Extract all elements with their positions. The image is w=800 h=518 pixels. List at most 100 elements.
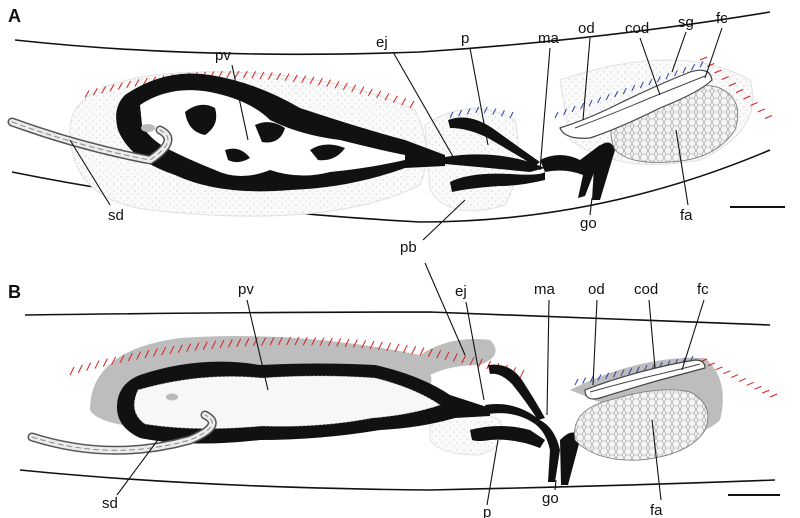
cilium-mark [251, 71, 257, 79]
panel-a-leader-fa [675, 129, 689, 206]
cilium-mark [359, 86, 365, 94]
panel-a-dorsal-wall [14, 11, 771, 56]
panel-b-penis-papilla-lower [470, 426, 545, 448]
panel-a-label-go: go [580, 215, 597, 232]
panel-a-leader-pb-down [424, 262, 466, 356]
panel-b-label-fa: fa [650, 502, 663, 518]
cilium-mark [352, 339, 358, 348]
panel-b-gonopore-wall [560, 432, 580, 485]
sperm-duct-twist [11, 121, 169, 161]
cilium-mark [284, 73, 290, 82]
panel-b-gland-gray-bulb [420, 339, 496, 375]
cilium-mark [746, 381, 754, 386]
cilium-mark [757, 108, 765, 113]
cilium-mark [436, 350, 442, 359]
panel-b-label-cod: cod [634, 281, 658, 298]
panel-b-label-sd: sd [102, 495, 118, 512]
panel-a-label-sg: sg [678, 14, 694, 31]
cilium-mark [269, 337, 275, 346]
cilium-mark [449, 111, 454, 119]
panel-a: A [7, 6, 785, 256]
cilium-mark [656, 75, 661, 83]
panel-b-dorsal-wall [24, 311, 771, 326]
cilium-mark [750, 102, 758, 106]
cilium-mark [707, 362, 715, 367]
cilium-mark [762, 389, 770, 394]
panel-a-label-pb: pb [400, 239, 417, 256]
cilium-mark [152, 348, 158, 357]
cilium-mark [691, 64, 695, 71]
cilium-mark [286, 336, 292, 346]
cilium-mark [342, 82, 348, 91]
cilium-mark [317, 77, 323, 86]
panel-a-label-p: p [461, 30, 469, 47]
panel-b-label-go: go [542, 490, 559, 507]
cilium-mark [161, 346, 167, 356]
cilium-mark [277, 336, 283, 346]
cilium-mark [319, 337, 325, 346]
cilium-mark [327, 337, 333, 347]
panel-a-oviduct-lumen [574, 75, 706, 129]
panel-b-leader-cod [648, 299, 656, 369]
cilium-mark [102, 358, 108, 367]
cilium-mark [392, 95, 398, 103]
panel-a-leader-cod [639, 37, 661, 96]
cilium-mark [444, 351, 450, 361]
cilium-mark [126, 80, 132, 89]
panel-a-vesicle-spot [141, 124, 155, 132]
cilium-mark [127, 352, 133, 362]
cilium-mark [730, 374, 739, 379]
cilium-mark [77, 364, 83, 373]
panel-b-vesicle-spot [166, 393, 178, 401]
panel-b-label-ma: ma [534, 281, 555, 298]
panel-a-ejaculatory-duct [445, 154, 545, 172]
cilium-mark [754, 385, 762, 390]
cilium-mark [394, 343, 400, 353]
cilium-mark [134, 79, 140, 87]
panel-a-label-fa: fa [680, 207, 693, 224]
cilium-mark [177, 344, 183, 353]
panel-a-leader-sg [671, 31, 687, 73]
cilium-mark [738, 377, 747, 382]
panel-a-leader-fc [704, 27, 723, 79]
panel-b-penis-papilla-upper [488, 364, 545, 420]
cilium-mark [219, 339, 225, 349]
panel-b-leader-fc [681, 299, 705, 371]
cilium-mark [234, 70, 240, 79]
cilium-mark [714, 69, 722, 74]
cilium-mark [144, 349, 150, 359]
panel-b-leader-go [554, 479, 557, 491]
cilium-mark [483, 106, 488, 114]
cilium-mark [571, 105, 576, 113]
cilium-mark [242, 70, 248, 79]
panel-a-letter: A [8, 6, 21, 26]
cilium-mark [622, 87, 627, 95]
cilium-mark [86, 362, 92, 371]
cilium-mark [597, 96, 602, 104]
panel-b-ejaculatory-duct [485, 404, 540, 424]
cilium-mark [409, 100, 415, 109]
panel-a-label-od: od [578, 20, 595, 37]
cilium-mark [682, 66, 687, 74]
cilium-mark [769, 393, 778, 398]
cilium-mark [276, 72, 282, 81]
cilium-mark [326, 79, 332, 87]
cilium-mark [509, 111, 514, 119]
panel-a-leader-sd [69, 139, 111, 206]
cilium-mark [367, 88, 373, 96]
cilium-mark [386, 342, 392, 352]
cilium-mark [202, 341, 208, 350]
panel-a-male-atrium [540, 145, 608, 198]
panel-b-leader-pv [246, 299, 269, 391]
panel-a-leader-ma [539, 47, 551, 171]
cilium-mark [574, 378, 579, 386]
cilium-mark [244, 338, 250, 347]
panel-b-oviduct-lumen [589, 363, 701, 393]
panel-b-cilia-red-vesicle [69, 336, 525, 379]
panel-b-label-pv: pv [238, 281, 254, 298]
panel-b-sperm-duct-icon [27, 410, 217, 455]
panel-b: B [8, 262, 780, 518]
cilium-mark [336, 338, 342, 347]
cilium-mark [715, 366, 723, 371]
panel-b-common-oviduct [584, 359, 706, 400]
